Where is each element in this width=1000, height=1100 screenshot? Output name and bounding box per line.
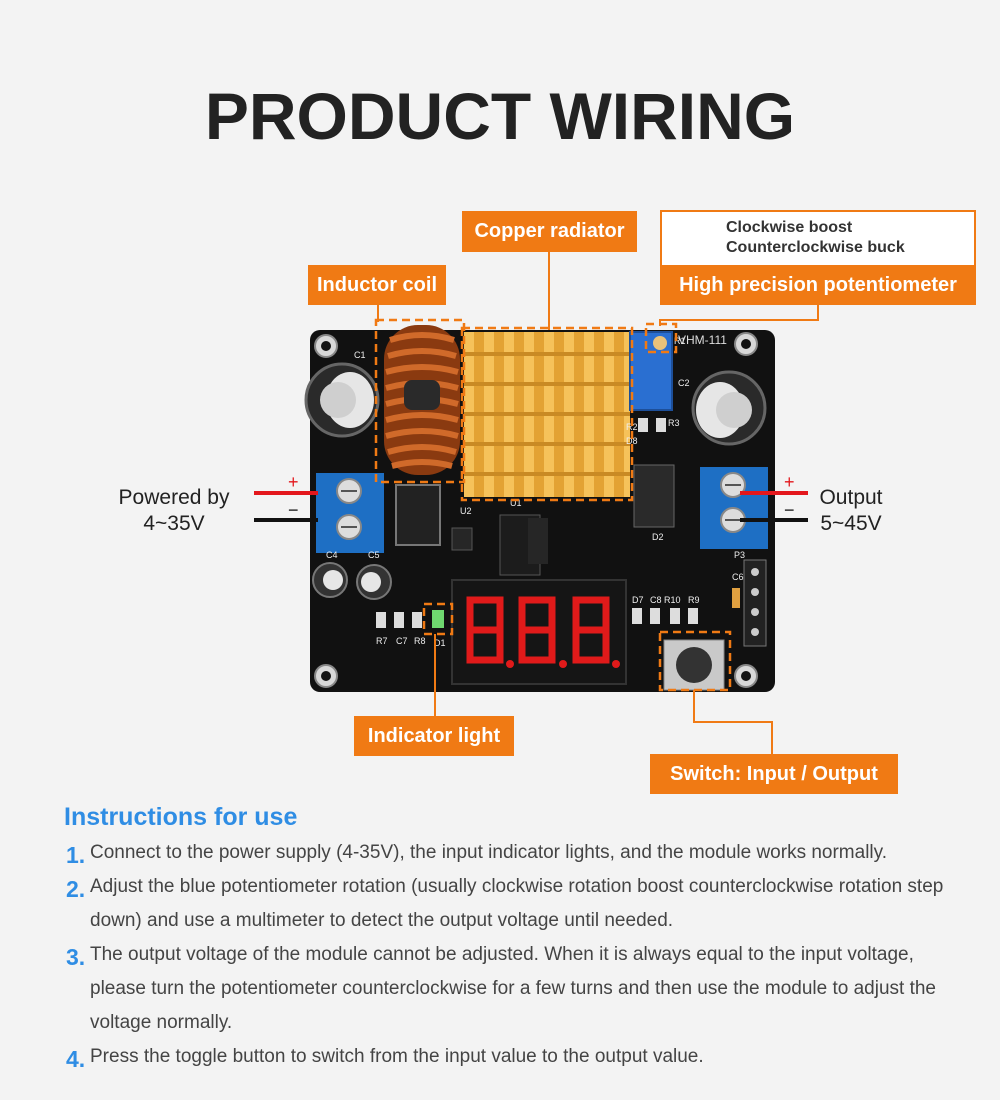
silk-r2: R2 [626,422,638,432]
silk-r7: R7 [376,636,388,646]
silk-p3: P3 [734,550,745,560]
input-label: Powered by [118,486,230,509]
callout-copper-radiator: Copper radiator [462,211,637,252]
silk-r9: R9 [688,595,700,605]
silk-model: VHM-111 [678,333,727,347]
tactile-switch [663,639,725,691]
display-segments [466,596,610,664]
board-illustration: VHM-111 C1 C2 C4 C5 C6 C7 C8 D1 D2 D7 D8… [254,252,819,756]
silk-r8: R8 [414,636,426,646]
step-number: 2. [66,876,86,902]
silk-c2: C2 [678,378,690,388]
header-pins-p3 [743,559,767,647]
output-label: Output [819,486,883,509]
page-title: PRODUCT WIRING [204,79,796,153]
input-terminal-block [316,473,384,553]
capacitor-c5 [356,564,392,600]
step-number: 4. [66,1046,86,1072]
silk-d8: D8 [626,436,638,446]
output-plus-sign: + [784,472,795,492]
potentiometer-note: Clockwise boost Counterclockwise buck [660,210,976,266]
silk-d2: D2 [652,532,664,542]
callout-indicator-light: Indicator light [354,716,514,756]
inductor-coil [384,325,460,475]
silk-u2: U2 [460,506,472,516]
output-terminal-block [700,467,768,549]
instructions-title: Instructions for use [64,803,298,831]
input-range: 4~35V [143,512,205,535]
instruction-step-2: 2. Adjust the blue potentiometer rotatio… [66,870,966,938]
note-line-clockwise: Clockwise boost [726,219,853,236]
silk-r10: R10 [664,595,681,605]
capacitor-c4 [312,562,348,598]
input-label-group: Powered by 4~35V [104,485,244,537]
potentiometer [629,331,673,411]
output-minus-sign: − [784,500,795,520]
input-plus-sign: + [288,472,299,492]
capacitor-c2 [691,370,767,446]
smd-components [376,418,740,628]
step-text: Adjust the blue potentiometer rotation (… [90,876,944,931]
step-number: 1. [66,842,86,868]
silk-c6: C6 [732,572,744,582]
callout-potentiometer: High precision potentiometer [660,265,976,305]
silk-c4: C4 [326,550,338,560]
silk-c8: C8 [650,595,662,605]
callout-switch: Switch: Input / Output [650,754,898,794]
copper-heatsink [464,332,630,497]
silk-d1: D1 [434,638,446,648]
output-range: 5~45V [820,512,882,535]
mosfet [395,484,441,546]
silk-d7: D7 [632,595,644,605]
input-wires: + − [254,472,318,522]
capacitor-c1 [304,362,380,438]
step-number: 3. [66,944,86,970]
input-minus-sign: − [288,500,299,520]
step-text: The output voltage of the module cannot … [90,944,937,1033]
silk-c7: C7 [396,636,408,646]
step-text: Press the toggle button to switch from t… [90,1046,704,1067]
silk-u1: U1 [510,498,522,508]
instruction-step-1: 1. Connect to the power supply (4-35V), … [66,836,966,870]
mcu-ic [528,518,548,564]
instruction-step-3: 3. The output voltage of the module cann… [66,938,966,1040]
output-wires: + − [740,472,808,522]
silk-r3: R3 [668,418,680,428]
diode-d2 [633,464,675,528]
silk-r1: R1 [674,336,686,346]
leader-lines [377,252,819,756]
silk-c1: C1 [354,350,366,360]
regulator-u2 [451,527,473,551]
output-label-group: Output 5~45V [806,485,896,537]
callout-inductor-coil: Inductor coil [308,265,446,305]
step-text: Connect to the power supply (4-35V), the… [90,842,888,863]
silk-c5: C5 [368,550,380,560]
instruction-step-4: 4. Press the toggle button to switch fro… [66,1040,966,1074]
note-line-counterclockwise: Counterclockwise buck [726,239,905,256]
